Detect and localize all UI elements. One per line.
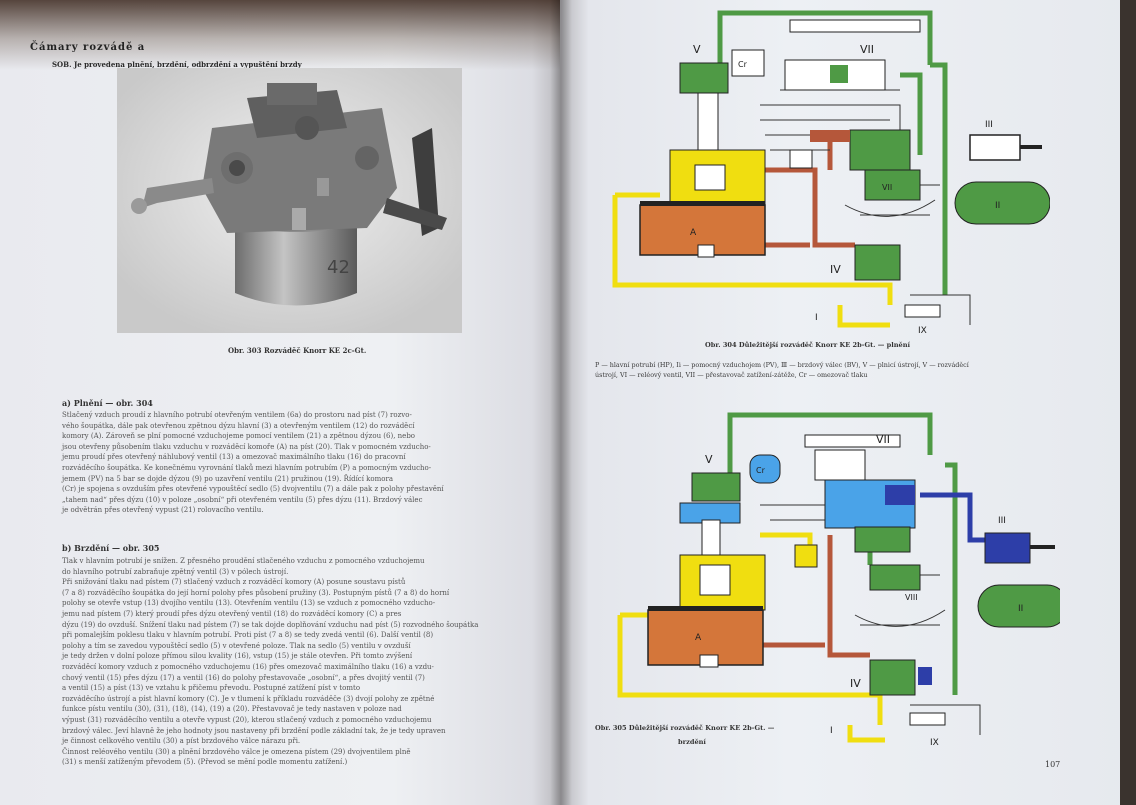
text-line: jemu proudí přes otevřený náhlubový vent…: [62, 453, 406, 462]
text-line: jemu nad pístem (7) který proudí přes dý…: [62, 609, 402, 618]
cylinder-iii-blue: [984, 532, 1031, 564]
svg-text:V: V: [693, 43, 701, 56]
svg-text:II: II: [1018, 604, 1023, 614]
text-line: rozváděcí komory vzduch z pomocného vzdu…: [62, 662, 434, 671]
text-line: při pomalejším poklesu tlaku v hlavním p…: [62, 631, 434, 640]
text-line: polohy se otevře vstup (13) dvojího vent…: [62, 599, 436, 608]
text-line: komory (A). Zároveň se plní pomocné vzdu…: [62, 432, 416, 441]
section-subheader: SOB. Je provedena plnění, brzdění, odbrz…: [52, 60, 302, 69]
svg-text:I: I: [830, 726, 833, 736]
svg-text:III: III: [985, 120, 993, 130]
diagram-305-braking: V Cr A VII VIII IV III: [617, 412, 1060, 748]
legend-line: ústrojí, VI — reléový ventil, VII — přes…: [595, 371, 868, 379]
svg-text:VII: VII: [882, 183, 892, 192]
svg-text:Cr: Cr: [738, 60, 748, 69]
page-header: Čámary rozvádě a: [30, 42, 146, 53]
svg-text:IV: IV: [850, 677, 861, 690]
svg-text:III: III: [998, 516, 1006, 526]
text-line: (Cr) je spojena s ovzduším přes otevřené…: [62, 485, 444, 494]
text-line: (7 a 8) rozváděcího šoupátka do její hor…: [62, 588, 450, 597]
figure-304-caption: Obr. 304 Důležitější rozváděč Knorr KE 2…: [705, 341, 911, 349]
text-line: jemem (PV) na 5 bar se dojde dýzou (9) p…: [62, 474, 394, 483]
section-a-title: a) Plnění — obr. 304: [62, 398, 153, 408]
svg-text:VII: VII: [876, 433, 890, 446]
figure-305-caption: Obr. 305 Důležitější rozváděč Knorr KE 2…: [595, 724, 775, 732]
text-line: Stlačený vzduch proudí z hlavního potrub…: [62, 411, 412, 419]
section-a-text: Stlačený vzduch proudí z hlavního potrub…: [62, 410, 532, 516]
right-background-edge: [1120, 0, 1136, 805]
svg-text:A: A: [695, 633, 702, 643]
block-iv: [854, 244, 901, 281]
text-line: „tahem nad“ přes dýzu (10) v poloze „oso…: [62, 495, 423, 504]
svg-text:Cr: Cr: [756, 466, 766, 475]
text-line: vého šoupátka, dále pak otevřenou zpětno…: [62, 421, 415, 430]
text-line: a ventil (15) a píst (13) ve vztahu k př…: [62, 684, 361, 693]
block-v: [679, 62, 729, 94]
svg-text:II: II: [995, 201, 1000, 211]
section-b-text: Tlak v hlavním potrubí je snížen. Z přes…: [62, 556, 532, 768]
svg-text:IX: IX: [918, 326, 927, 335]
green-valve-right: [849, 129, 911, 171]
text-line: je odvětrán přes otevřený vypust (21) ro…: [62, 506, 264, 515]
text-line: do hlavního potrubí zabraňuje zpětný ven…: [62, 567, 289, 576]
figure-305-caption-line2: brzdění: [678, 738, 706, 746]
text-line: jsou otevřeny působením tlaku vzduchu v …: [62, 442, 431, 451]
svg-text:IX: IX: [930, 738, 939, 748]
text-line: Při snižování tlaku nad pístem (7) stlač…: [62, 578, 406, 587]
valve-photo: 42: [117, 68, 462, 333]
text-line: brzdový válec. Jeví hlavně že jeho hodno…: [62, 726, 446, 735]
svg-text:IV: IV: [830, 263, 841, 276]
svg-text:V: V: [705, 453, 713, 466]
figure-303-caption: Obr. 303 Rozváděč Knorr KE 2c-Gt.: [228, 346, 367, 355]
tank-ii: [954, 181, 1050, 225]
text-line: je činnost celkového ventilu (30) a píst…: [62, 737, 301, 746]
svg-text:VII: VII: [860, 43, 874, 56]
svg-text:VIII: VIII: [905, 593, 918, 602]
svg-text:A: A: [690, 228, 697, 238]
left-page: Čámary rozvádě a SOB. Je provedena plněn…: [0, 0, 560, 805]
top-shadow: [0, 0, 560, 70]
section-b-title: b) Brzdění — obr. 305: [62, 543, 160, 553]
diagram-304-filling: V Cr A VII VII IV III: [612, 10, 1050, 335]
text-line: funkce pístu ventilu (30), (31), (18), (…: [62, 705, 402, 714]
block-cr: [731, 49, 765, 77]
text-line: je tedy držen v dolní poloze přímou silo…: [62, 652, 413, 661]
text-line: polohy a tím se zavedou vypouštěcí sedlo…: [62, 641, 411, 650]
cylinder-iii: [969, 134, 1021, 161]
legend-line: P — hlavní potrubí (HP), Ii — pomocný vz…: [595, 361, 969, 369]
valve-photo-drawing: 42: [117, 68, 462, 333]
text-line: (31) s menší zatíženým převodem (5). (Př…: [62, 758, 348, 767]
text-line: chový ventil (15) přes dýzu (17) a venti…: [62, 673, 425, 682]
block-cr-blue: [749, 454, 781, 484]
svg-text:42: 42: [327, 257, 350, 278]
text-line: Činnost reléového ventilu (30) a plnění …: [62, 747, 411, 756]
svg-text:I: I: [815, 313, 818, 323]
text-line: dýzu (19) do ovzduší. Snížení tlaku nad …: [62, 620, 479, 629]
text-line: rozváděcího ústrojí a píst hlavní komory…: [62, 694, 435, 703]
text-line: Tlak v hlavním potrubí je snížen. Z přes…: [62, 557, 425, 565]
text-line: rozváděcího šoupátka. Ke konečnému vyrov…: [62, 463, 432, 472]
page-number: 107: [1045, 760, 1061, 769]
figure-legend: P — hlavní potrubí (HP), Ii — pomocný vz…: [595, 360, 1025, 380]
book-spine-shadow: [550, 0, 572, 805]
text-line: výpust (31) rozváděcího ventilu a otevře…: [62, 715, 432, 724]
